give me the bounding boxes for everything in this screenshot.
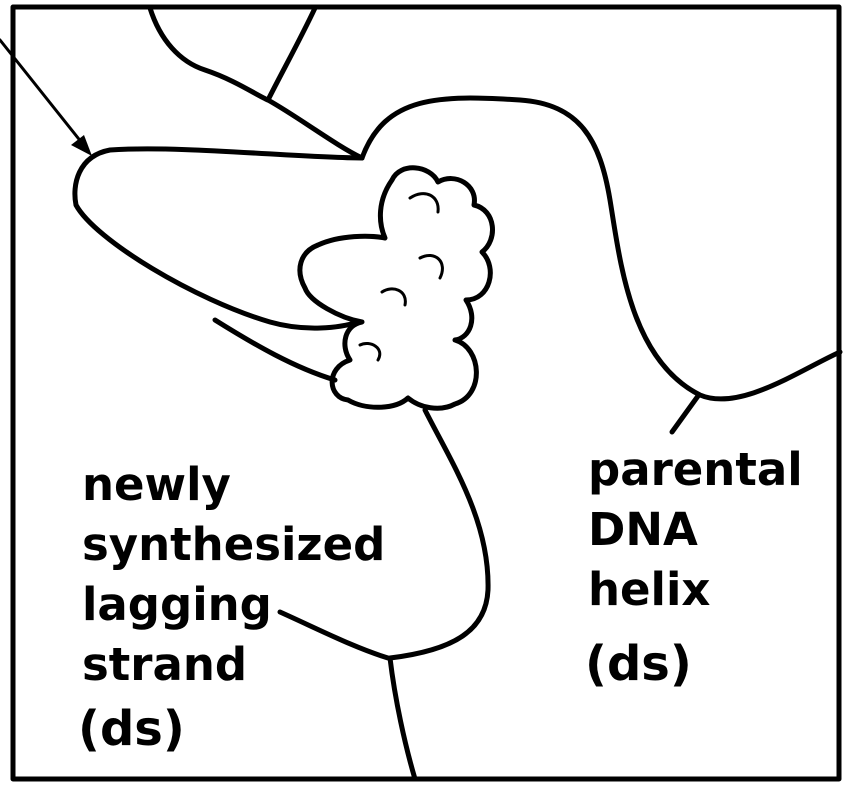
label-line-1: parental xyxy=(588,443,803,496)
label-line-4: strand xyxy=(82,638,247,691)
label-ds-left: (ds) xyxy=(78,701,185,757)
label-ds-right: (ds) xyxy=(585,636,692,692)
label-line-1: newly xyxy=(82,458,231,511)
top-strand-curve xyxy=(150,8,268,100)
parental-helix-strand xyxy=(362,98,840,399)
lagging-strand-label: newly synthesized lagging strand (ds) xyxy=(78,458,385,757)
upper-helix-strand xyxy=(268,8,362,158)
label-line-3: lagging xyxy=(82,578,272,631)
parental-helix-label: parental DNA helix (ds) xyxy=(585,443,803,692)
replication-protein-complex xyxy=(300,168,493,408)
label-line-3: helix xyxy=(588,563,710,616)
lower-strand xyxy=(390,410,488,779)
lagging-label-leader xyxy=(280,612,388,658)
parental-label-leader xyxy=(672,396,698,432)
label-line-2: synthesized xyxy=(82,518,385,571)
label-line-2: DNA xyxy=(588,503,698,556)
